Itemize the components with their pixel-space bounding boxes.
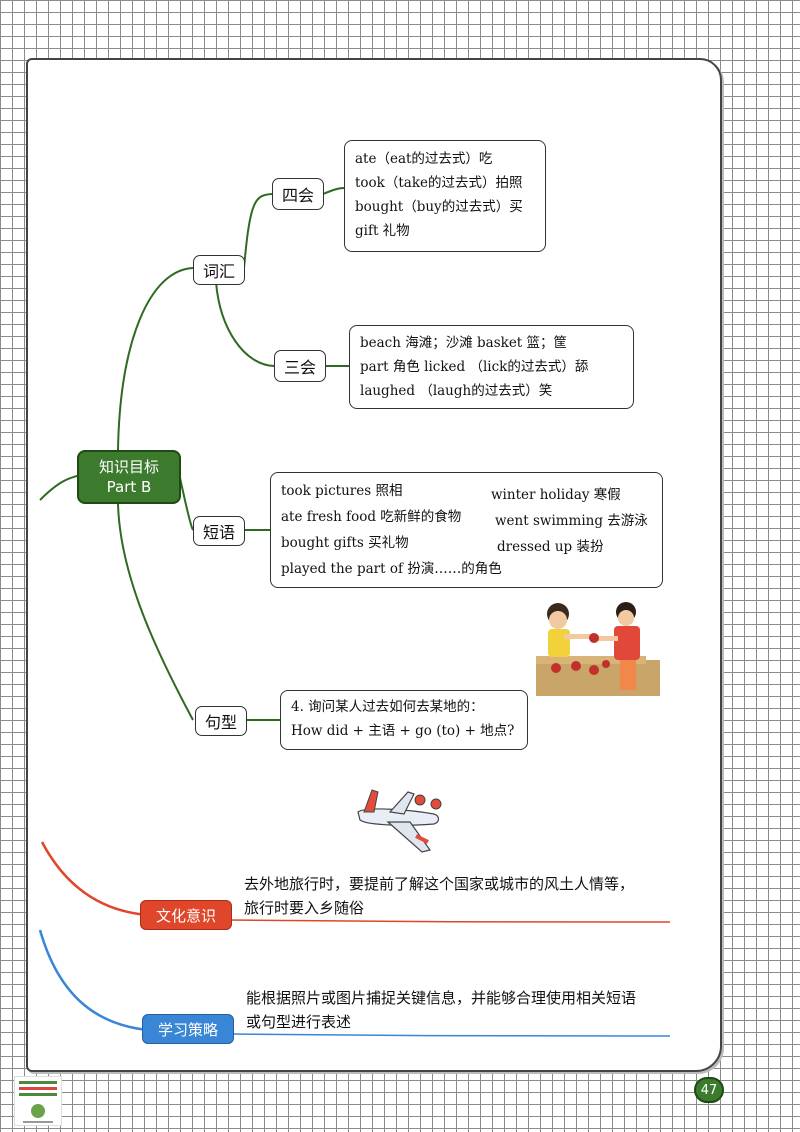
four-skills-line: gift 礼物 xyxy=(355,223,410,239)
culture-label-text: 文化意识 xyxy=(155,906,216,925)
badge-graphic xyxy=(19,1081,57,1123)
root-subtitle: Part B xyxy=(106,478,152,496)
kids-gift-shop-illustration xyxy=(536,602,660,696)
root-title: 知识目标 xyxy=(98,458,159,476)
phrase-item: went swimming 去游泳 xyxy=(495,513,648,529)
branch-vocabulary-label: 词汇 xyxy=(202,262,235,281)
culture-line: 旅行时要入乡随俗 xyxy=(244,899,365,917)
root-node: 知识目标 Part B xyxy=(77,450,181,504)
four-skills-line: bought（buy的过去式）买 xyxy=(355,199,523,215)
three-skills-line: part 角色 licked （lick的过去式）舔 xyxy=(360,359,589,375)
phrase-item: dressed up 装扮 xyxy=(497,539,604,555)
sentence-box: 4. 询问某人过去如何去某地的： How did + 主语 + go (to) … xyxy=(280,690,528,750)
culture-underline xyxy=(229,919,671,923)
culture-note: 去外地旅行时，要提前了解这个国家或城市的风土人情等， 旅行时要入乡随俗 xyxy=(244,872,684,920)
four-skills-line: ate（eat的过去式）吃 xyxy=(355,151,493,167)
strategy-line: 能根据照片或图片捕捉关键信息，并能够合理使用相关短语 xyxy=(246,989,637,1007)
three-skills-line: beach 海滩；沙滩 basket 篮；筐 xyxy=(360,335,568,351)
branch-sentences-label: 句型 xyxy=(204,713,237,732)
branch-vocabulary: 词汇 xyxy=(193,255,245,285)
strategy-underline xyxy=(231,1033,671,1037)
strategy-label-text: 学习策略 xyxy=(157,1020,218,1039)
page-number-text: 47 xyxy=(700,1082,718,1098)
phrase-item: winter holiday 寒假 xyxy=(491,487,621,503)
three-skills-box: beach 海滩；沙滩 basket 篮；筐 part 角色 licked （l… xyxy=(349,325,634,409)
three-skills-line: laughed （laugh的过去式）笑 xyxy=(360,383,553,399)
culture-line: 去外地旅行时，要提前了解这个国家或城市的风土人情等， xyxy=(244,875,635,893)
node-three-skills: 三会 xyxy=(274,350,326,382)
phrase-item: took pictures 照相 xyxy=(281,483,403,499)
strategy-line: 或句型进行表述 xyxy=(246,1013,352,1031)
branch-phrases: 短语 xyxy=(193,516,245,546)
four-skills-box: ate（eat的过去式）吃 took（take的过去式）拍照 bought（bu… xyxy=(344,140,546,252)
strategy-branch xyxy=(38,929,149,1032)
branch-phrases-label: 短语 xyxy=(202,523,235,542)
phrases-box: took pictures 照相 ate fresh food 吃新鲜的食物 b… xyxy=(270,472,663,588)
strategy-note: 能根据照片或图片捕捉关键信息，并能够合理使用相关短语 或句型进行表述 xyxy=(246,986,686,1034)
page-number: 47 xyxy=(694,1077,724,1103)
branch-sentences: 句型 xyxy=(195,706,247,736)
culture-branch xyxy=(40,841,149,917)
phrase-item: ate fresh food 吃新鲜的食物 xyxy=(281,509,462,525)
strategy-label: 学习策略 xyxy=(142,1014,234,1044)
node-three-skills-label: 三会 xyxy=(283,358,316,377)
node-four-skills: 四会 xyxy=(272,178,324,210)
corner-badge xyxy=(14,1076,62,1126)
node-four-skills-label: 四会 xyxy=(281,186,314,205)
phrase-item: bought gifts 买礼物 xyxy=(281,535,409,551)
phrase-item: played the part of 扮演……的角色 xyxy=(281,561,502,577)
airplane-illustration xyxy=(357,789,442,853)
culture-label: 文化意识 xyxy=(140,900,232,930)
sentence-line: How did + 主语 + go (to) + 地点? xyxy=(291,723,515,739)
four-skills-line: took（take的过去式）拍照 xyxy=(355,175,523,191)
sentence-line: 4. 询问某人过去如何去某地的： xyxy=(291,699,484,715)
